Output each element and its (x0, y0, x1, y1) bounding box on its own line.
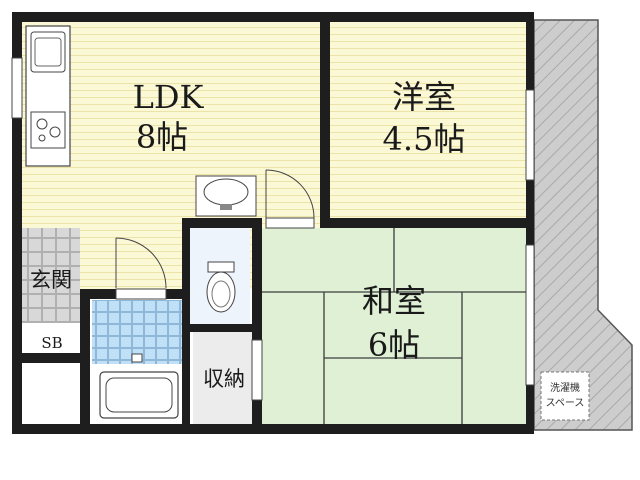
storage-floor (193, 332, 255, 424)
openings (11, 57, 535, 401)
bath-floor (92, 300, 184, 364)
western-name: 洋室 (392, 78, 456, 116)
balcony (533, 19, 633, 431)
western-size: 4.5帖 (383, 120, 466, 158)
laundry-label-1: 洗濯機 (550, 381, 580, 394)
walls (12, 12, 534, 434)
western-floor (330, 22, 526, 218)
door-swings (115, 169, 315, 289)
shoebox-floor (22, 323, 80, 353)
shoebox-name: SB (41, 334, 62, 352)
japanese-name: 和室 (362, 282, 426, 320)
laundry-label-2: スペース (546, 398, 585, 409)
japanese-size: 6帖 (368, 326, 420, 364)
wash-basin (195, 175, 257, 217)
entrance-name: 玄関 (30, 268, 72, 292)
bathtub (99, 353, 179, 419)
entrance-floor (22, 228, 80, 323)
storage-name: 収納 (203, 367, 245, 391)
tatami-lines (262, 228, 526, 424)
toilet (206, 261, 236, 313)
ldk-size: 8帖 (136, 118, 188, 156)
kitchen-counter (25, 25, 71, 167)
ldk-name: LDK (133, 78, 205, 116)
sink (30, 31, 66, 73)
